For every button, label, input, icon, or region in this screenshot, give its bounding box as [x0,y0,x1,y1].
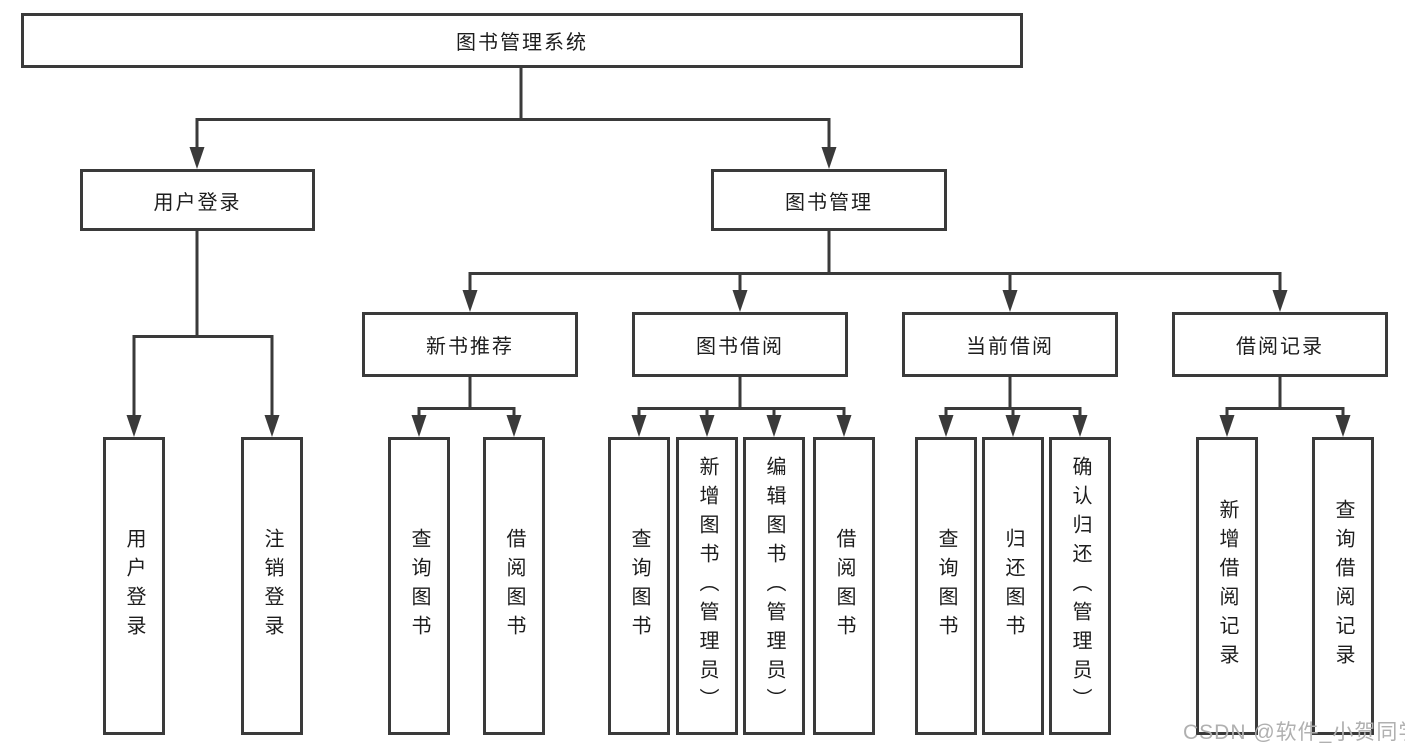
node-label: 注销登录 [261,528,283,644]
leaf-return-book: 归还图书 [982,437,1044,735]
node-label: 图书管理 [785,191,873,214]
node-book-borrow: 图书借阅 [632,312,848,377]
leaf-query-books: 查询图书 [915,437,977,735]
node-new-book-recommend: 新书推荐 [362,312,578,377]
leaf-query-books: 查询图书 [388,437,450,735]
node-label: 查询图书 [408,528,430,644]
node-label: 新增借阅记录 [1216,499,1238,673]
node-book-management: 图书管理 [711,169,947,231]
leaf-query-borrow-record: 查询借阅记录 [1312,437,1374,735]
node-label: 新书推荐 [426,336,514,358]
node-label: 用户登录 [123,528,145,644]
leaf-user-login: 用户登录 [103,437,165,735]
node-label: 新增图书（管理员） [696,455,718,717]
node-borrow-records: 借阅记录 [1172,312,1388,377]
node-root-system: 图书管理系统 [21,13,1023,68]
node-label: 归还图书 [1002,528,1024,644]
leaf-add-borrow-record: 新增借阅记录 [1196,437,1258,735]
leaf-query-books: 查询图书 [608,437,670,735]
node-user-login: 用户登录 [80,169,315,231]
csdn-watermark: CSDN @软件_小贺同学 [1183,721,1405,744]
node-label: 借阅图书 [503,528,525,644]
node-label: 用户登录 [153,191,242,214]
node-label: 图书管理系统 [456,32,588,54]
leaf-borrow-books: 借阅图书 [483,437,545,735]
node-label: 当前借阅 [966,336,1054,358]
node-label: 借阅图书 [833,528,855,644]
node-label: 编辑图书（管理员） [763,455,785,717]
leaf-borrow-books: 借阅图书 [813,437,875,735]
leaf-logout-login: 注销登录 [241,437,303,735]
leaf-confirm-return-admin: 确认归还（管理员） [1049,437,1111,735]
leaf-edit-book-admin: 编辑图书（管理员） [743,437,805,735]
node-label: 确认归还（管理员） [1069,455,1091,717]
node-label: 借阅记录 [1236,336,1324,358]
node-label: 图书借阅 [696,336,784,358]
leaf-add-book-admin: 新增图书（管理员） [676,437,738,735]
node-label: 查询图书 [628,528,650,644]
node-label: 查询图书 [935,528,957,644]
node-label: 查询借阅记录 [1332,499,1354,673]
node-current-borrow: 当前借阅 [902,312,1118,377]
